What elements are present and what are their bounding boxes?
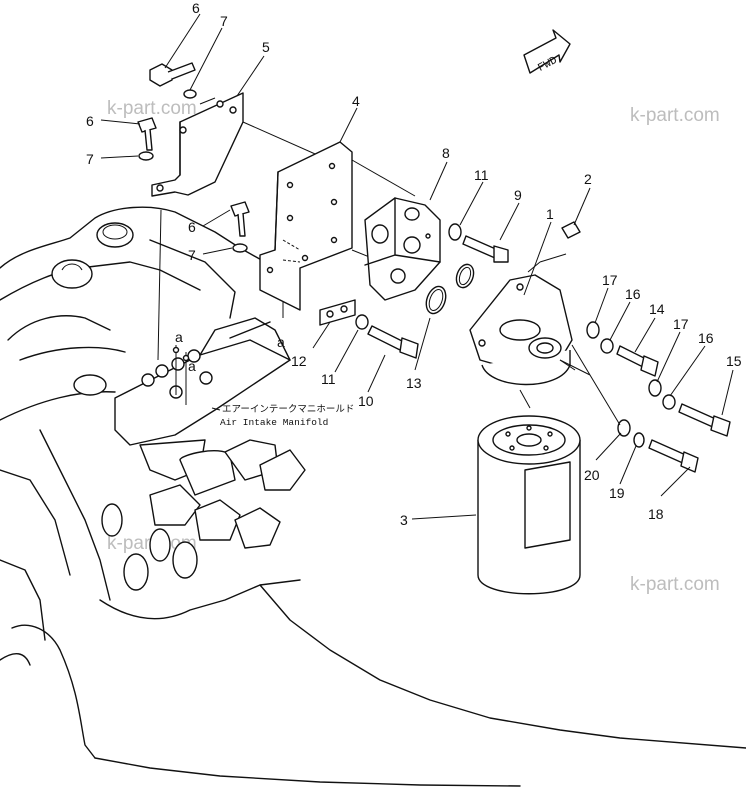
engine-block: [0, 206, 746, 787]
plate-12: [319, 299, 356, 326]
callout-11-bottom: 11: [321, 371, 336, 387]
callout-5: 5: [262, 39, 270, 55]
callout-10: 10: [358, 393, 374, 409]
callout-7-mid: 7: [86, 151, 94, 167]
assembly-lines: [559, 344, 621, 426]
callout-13: 13: [406, 375, 422, 391]
callout-16-top: 16: [625, 286, 641, 302]
bracket-4: [259, 141, 416, 311]
bolt-18: [648, 439, 699, 473]
callout-6-top: 6: [192, 0, 200, 16]
callout-6-mid: 6: [86, 113, 94, 129]
callout-1: 1: [546, 206, 554, 222]
bolt-9: [462, 235, 509, 263]
callout-17-bottom: 17: [673, 316, 689, 332]
fwd-label: FWD: [536, 55, 559, 75]
callout-7-low: 7: [188, 247, 196, 263]
leader-lines: [100, 13, 734, 520]
callout-11-top: 11: [474, 167, 489, 183]
filter-cartridge-3: [477, 415, 581, 595]
washer-19: [633, 432, 645, 448]
fwd-arrow: FWD: [523, 29, 571, 75]
callout-8: 8: [442, 145, 450, 161]
watermark-top-left: k-part.com: [107, 98, 197, 119]
callout-15: 15: [726, 353, 742, 369]
watermark-bottom-right: k-part.com: [630, 574, 720, 595]
callout-2: 2: [584, 171, 592, 187]
bolt-15: [678, 403, 731, 437]
washer-20: [617, 419, 631, 437]
bolt-6-top: [149, 62, 197, 99]
bolt-6-low: [230, 201, 250, 253]
callout-6-low: 6: [188, 219, 196, 235]
ref-a-left-2: a: [188, 358, 196, 374]
callout-14: 14: [649, 301, 665, 317]
bolt-10: [367, 325, 419, 359]
callout-16-bottom: 16: [698, 330, 714, 346]
callout-12: 12: [291, 353, 307, 369]
callout-18: 18: [648, 506, 664, 522]
manifold-leader: [211, 407, 221, 411]
o-rings-13: [425, 263, 475, 315]
callout-7-top: 7: [220, 13, 228, 29]
filter-head-1: [469, 274, 576, 409]
bolt-6-mid: [137, 117, 157, 161]
plug-2: [527, 221, 581, 273]
ref-a-bracket: a: [277, 334, 285, 350]
callout-19: 19: [609, 485, 625, 501]
callout-3: 3: [400, 512, 408, 528]
callout-17-top: 17: [602, 272, 618, 288]
ref-a-left: a: [175, 329, 183, 345]
washer-17-bottom: [648, 379, 662, 397]
washer-16-bottom: [662, 394, 676, 410]
watermark-top-right: k-part.com: [630, 105, 720, 126]
bolt-14: [616, 345, 659, 377]
washer-11-top: [448, 223, 462, 241]
callout-9: 9: [514, 187, 522, 203]
manifold-label-en: Air Intake Manifold: [220, 417, 328, 428]
callout-4: 4: [352, 93, 360, 109]
callout-20: 20: [584, 467, 600, 483]
adapter-8: [364, 197, 441, 301]
washer-11-bottom: [355, 314, 369, 330]
washer-17-top: [586, 321, 600, 339]
manifold-label-jp: エアーインテークマニホールド: [222, 404, 354, 415]
washer-16-top: [600, 338, 614, 354]
